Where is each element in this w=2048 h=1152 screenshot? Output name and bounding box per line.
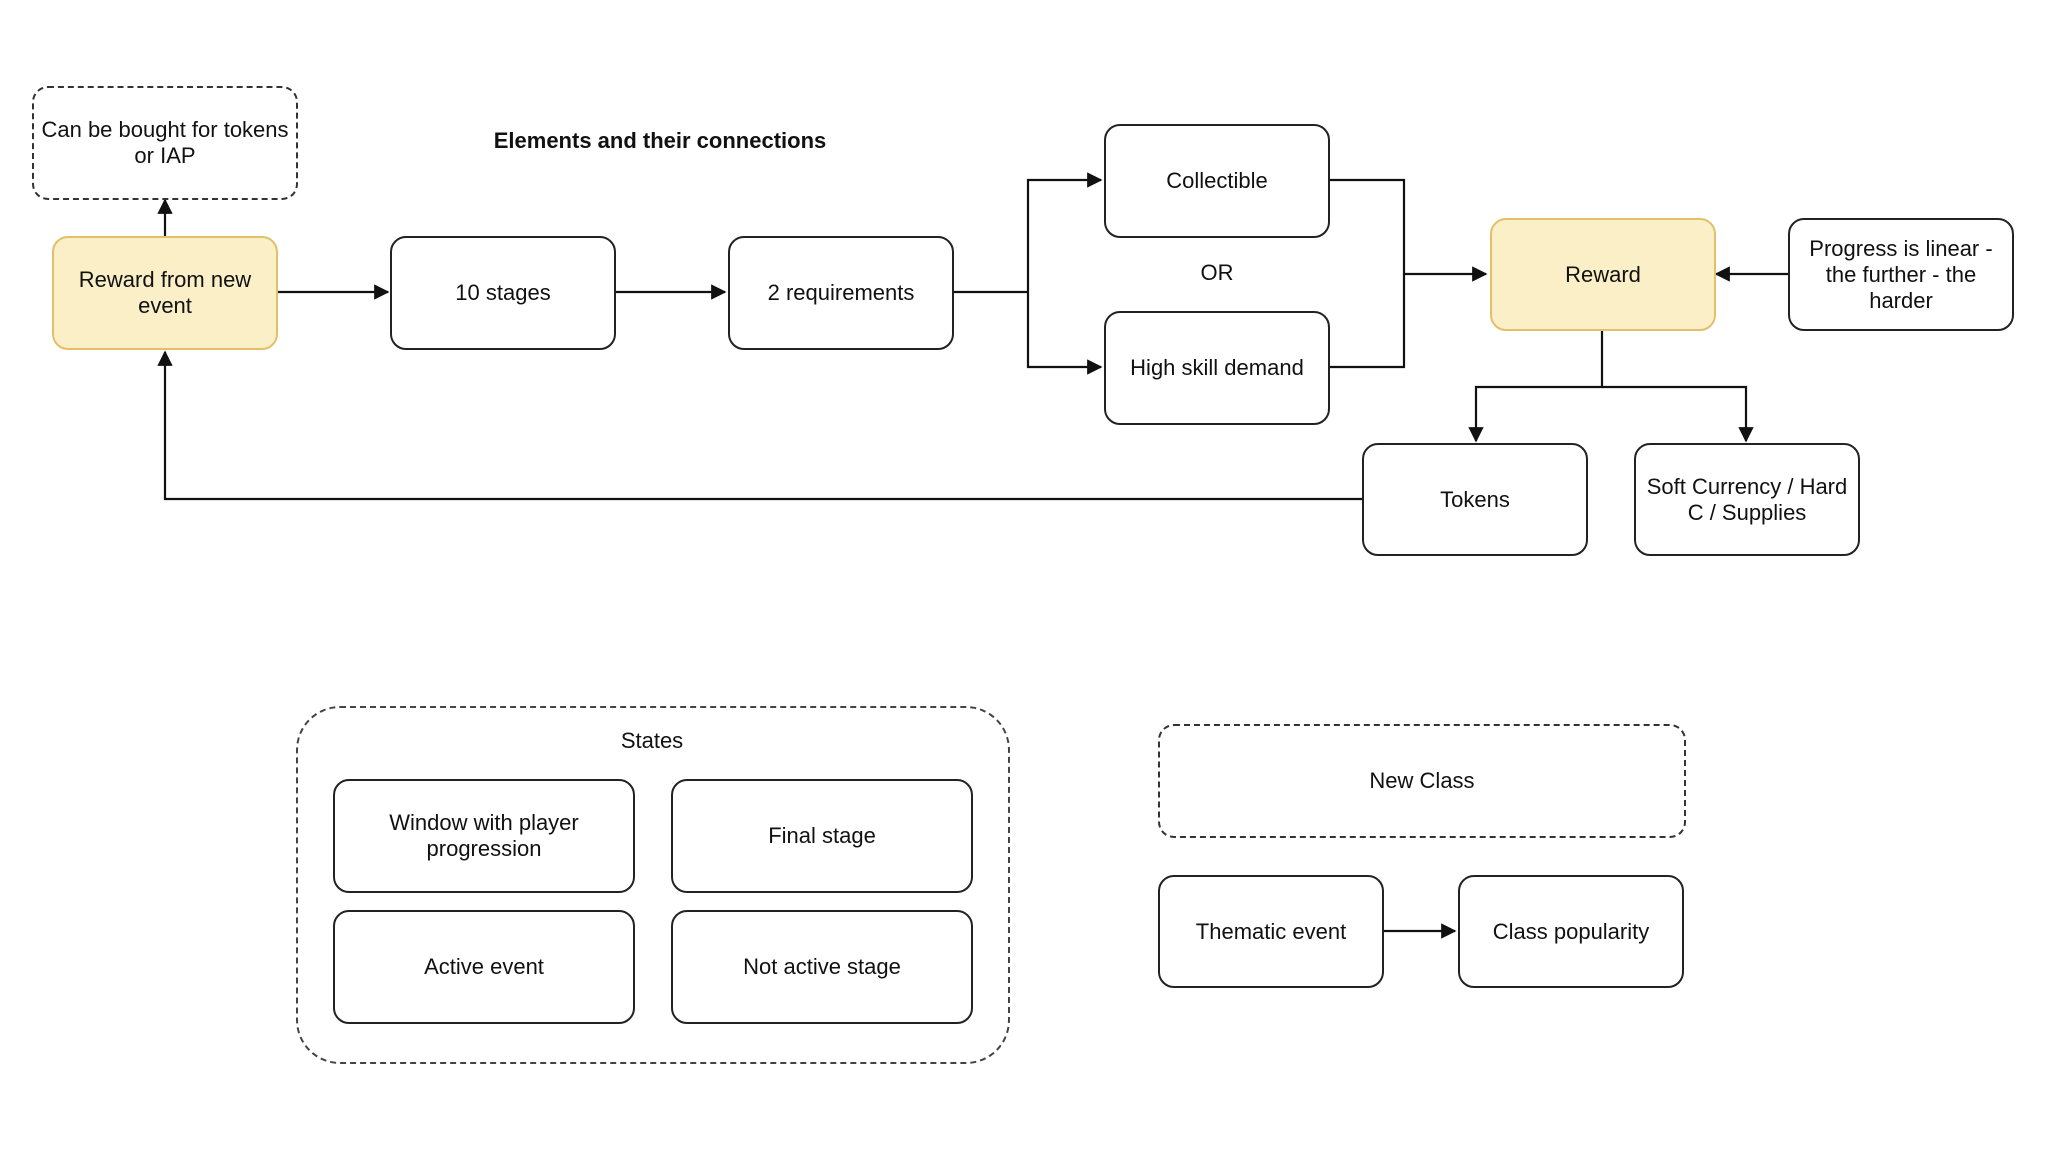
tokens-node[interactable]: Tokens <box>1362 443 1588 556</box>
state-window-with-player-progression[interactable]: Window with player progression <box>333 779 635 893</box>
or-label: OR <box>1200 260 1234 285</box>
states-title: States <box>620 728 684 753</box>
edge-reward-split <box>1468 331 1604 443</box>
new-class-node[interactable]: New Class <box>1158 724 1686 838</box>
ten-stages-node[interactable]: 10 stages <box>390 236 616 350</box>
edge-tokens-to-reward-event <box>157 350 1362 501</box>
states-group <box>296 706 1010 1064</box>
class-popularity-node[interactable]: Class popularity <box>1458 875 1684 988</box>
state-active-event[interactable]: Active event <box>333 910 635 1024</box>
edge-branch-to-high-skill <box>1026 292 1103 375</box>
reward-from-new-event-node[interactable]: Reward from new event <box>52 236 278 350</box>
state-final-stage[interactable]: Final stage <box>671 779 973 893</box>
high-skill-demand-node[interactable]: High skill demand <box>1104 311 1330 425</box>
thematic-event-node[interactable]: Thematic event <box>1158 875 1384 988</box>
edge-branch-to-collectible <box>1026 172 1103 292</box>
iap-note: Can be bought for tokens or IAP <box>32 86 298 200</box>
soft-currency-node[interactable]: Soft Currency / Hard C / Supplies <box>1634 443 1860 556</box>
diagram-title: Elements and their connections <box>493 128 827 153</box>
collectible-node[interactable]: Collectible <box>1104 124 1330 238</box>
two-requirements-node[interactable]: 2 requirements <box>728 236 954 350</box>
state-not-active-stage[interactable]: Not active stage <box>671 910 973 1024</box>
progress-note-node[interactable]: Progress is linear - the further - the h… <box>1788 218 2014 331</box>
edge-collectible-to-merge <box>1330 178 1406 369</box>
reward-node[interactable]: Reward <box>1490 218 1716 331</box>
edge-reward-to-soft-currency <box>1602 385 1754 443</box>
